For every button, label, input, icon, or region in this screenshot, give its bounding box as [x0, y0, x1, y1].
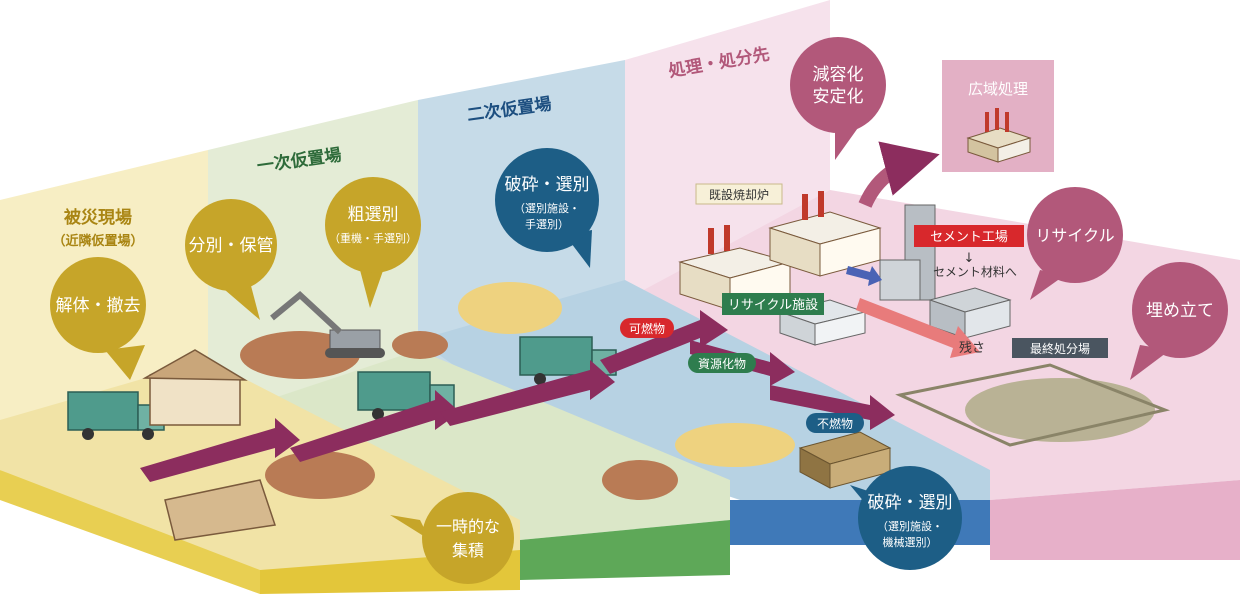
sorting-facility-building — [798, 431, 892, 489]
bubble-sorting-storage-label: 分別・保管 — [189, 236, 274, 256]
bubble-tail — [1130, 345, 1170, 380]
bubble-tail — [390, 515, 430, 540]
wide-area-label: 広域処理 — [968, 80, 1028, 98]
bubble-volume-reduce-line1: 減容化 — [813, 65, 864, 85]
bubble-rough-sorting-label: 粗選別 — [348, 205, 399, 225]
bubble-temp-collect — [422, 492, 514, 584]
flow-arrow — [140, 418, 300, 482]
bubble-crush-sort-2 — [858, 466, 962, 570]
incinerator-to-cement-arrow — [846, 266, 882, 286]
final-disposal-label: 最終処分場 — [1030, 341, 1090, 356]
bubble-volume-reduce — [790, 37, 886, 133]
flow-arrow-combustible — [600, 310, 728, 374]
cement-factory-label: セメント工場 — [930, 230, 1008, 245]
damaged-house — [142, 349, 248, 426]
bubble-crush-sort-1-sub1: （選別施設・ — [514, 201, 580, 215]
bubble-recycle-label: リサイクル — [1035, 226, 1114, 245]
landfill-rim — [895, 363, 1171, 447]
bubble-tail — [225, 282, 260, 320]
bubble-sorting-storage — [185, 199, 277, 291]
bubble-crush-sort-2-sub1: （選別施設・ — [877, 519, 943, 533]
debris-pile — [265, 451, 375, 499]
bubble-rough-sorting — [325, 177, 421, 273]
bubble-temp-collect-line2: 集積 — [452, 541, 484, 560]
cement-factory-label-bg — [914, 225, 1024, 247]
combustible-label-bg — [620, 318, 674, 338]
cement-factory-tower — [879, 204, 936, 301]
damaged-house — [164, 479, 276, 541]
residue-label: 残さ — [959, 341, 985, 356]
bubble-crush-sort-2-label: 破砕・選別 — [868, 493, 953, 513]
incinerator-label-bg — [695, 183, 783, 205]
zone-site-title: 被災現場 — [64, 207, 132, 228]
bubble-landfill — [1132, 262, 1228, 358]
bubble-crush-sort-2-sub2: 機械選別） — [883, 535, 938, 549]
zone-disposal-front — [990, 480, 1240, 560]
debris-pile — [602, 460, 678, 500]
zone-primary-floor — [208, 350, 730, 540]
factory-icon — [966, 108, 1032, 163]
sand-pile — [675, 423, 795, 467]
debris-pile — [392, 331, 448, 359]
bubble-volume-reduce-line2: 安定化 — [813, 87, 864, 107]
resource-label: 資源化物 — [698, 357, 746, 371]
recycle-facility-label: リサイクル施設 — [728, 297, 818, 313]
bubble-demolition — [50, 257, 146, 353]
bubble-crush-sort-1-sub2: 手選別） — [525, 217, 569, 231]
bubble-temp-collect-line1: 一時的な — [436, 517, 500, 536]
incinerator-label: 既設焼却炉 — [709, 187, 769, 202]
bubble-demolition-label: 解体・撤去 — [56, 296, 141, 316]
cement-material-label: セメント材料へ — [933, 265, 1017, 279]
bubble-recycle — [1027, 187, 1123, 283]
resource-label-bg — [688, 353, 756, 373]
recycle-facility-label-bg — [722, 293, 824, 315]
residue-arrow — [856, 298, 980, 358]
flow-arrow-noncombustible — [770, 385, 895, 430]
noncombustible-label-bg — [806, 413, 864, 433]
landfill-pit — [965, 378, 1155, 442]
bubble-tail — [105, 345, 145, 380]
recycle-warehouse — [928, 287, 1012, 339]
zone-site-left-edge — [0, 470, 260, 594]
bubble-rough-sorting-sub: （重機・手選別） — [329, 231, 417, 245]
noncombustible-label: 不燃物 — [817, 416, 853, 431]
combustible-label: 可燃物 — [629, 321, 665, 336]
zone-primary-front — [520, 520, 730, 580]
final-disposal-label-bg — [1012, 338, 1108, 358]
wide-area-arrow — [858, 141, 940, 208]
sand-pile — [458, 282, 562, 334]
flow-arrow — [440, 360, 615, 426]
flow-arrow — [290, 390, 460, 462]
incinerator-building — [768, 191, 882, 277]
bubble-landfill-label: 埋め立て — [1146, 301, 1214, 321]
bubble-tail — [360, 265, 385, 308]
zone-site-subtitle: （近隣仮置場） — [52, 233, 143, 249]
down-arrow-icon: ↓ — [964, 251, 975, 266]
bubble-crush-sort-1-label: 破砕・選別 — [505, 175, 590, 195]
excavator — [270, 291, 385, 358]
bubble-crush-sort-1 — [495, 148, 599, 252]
